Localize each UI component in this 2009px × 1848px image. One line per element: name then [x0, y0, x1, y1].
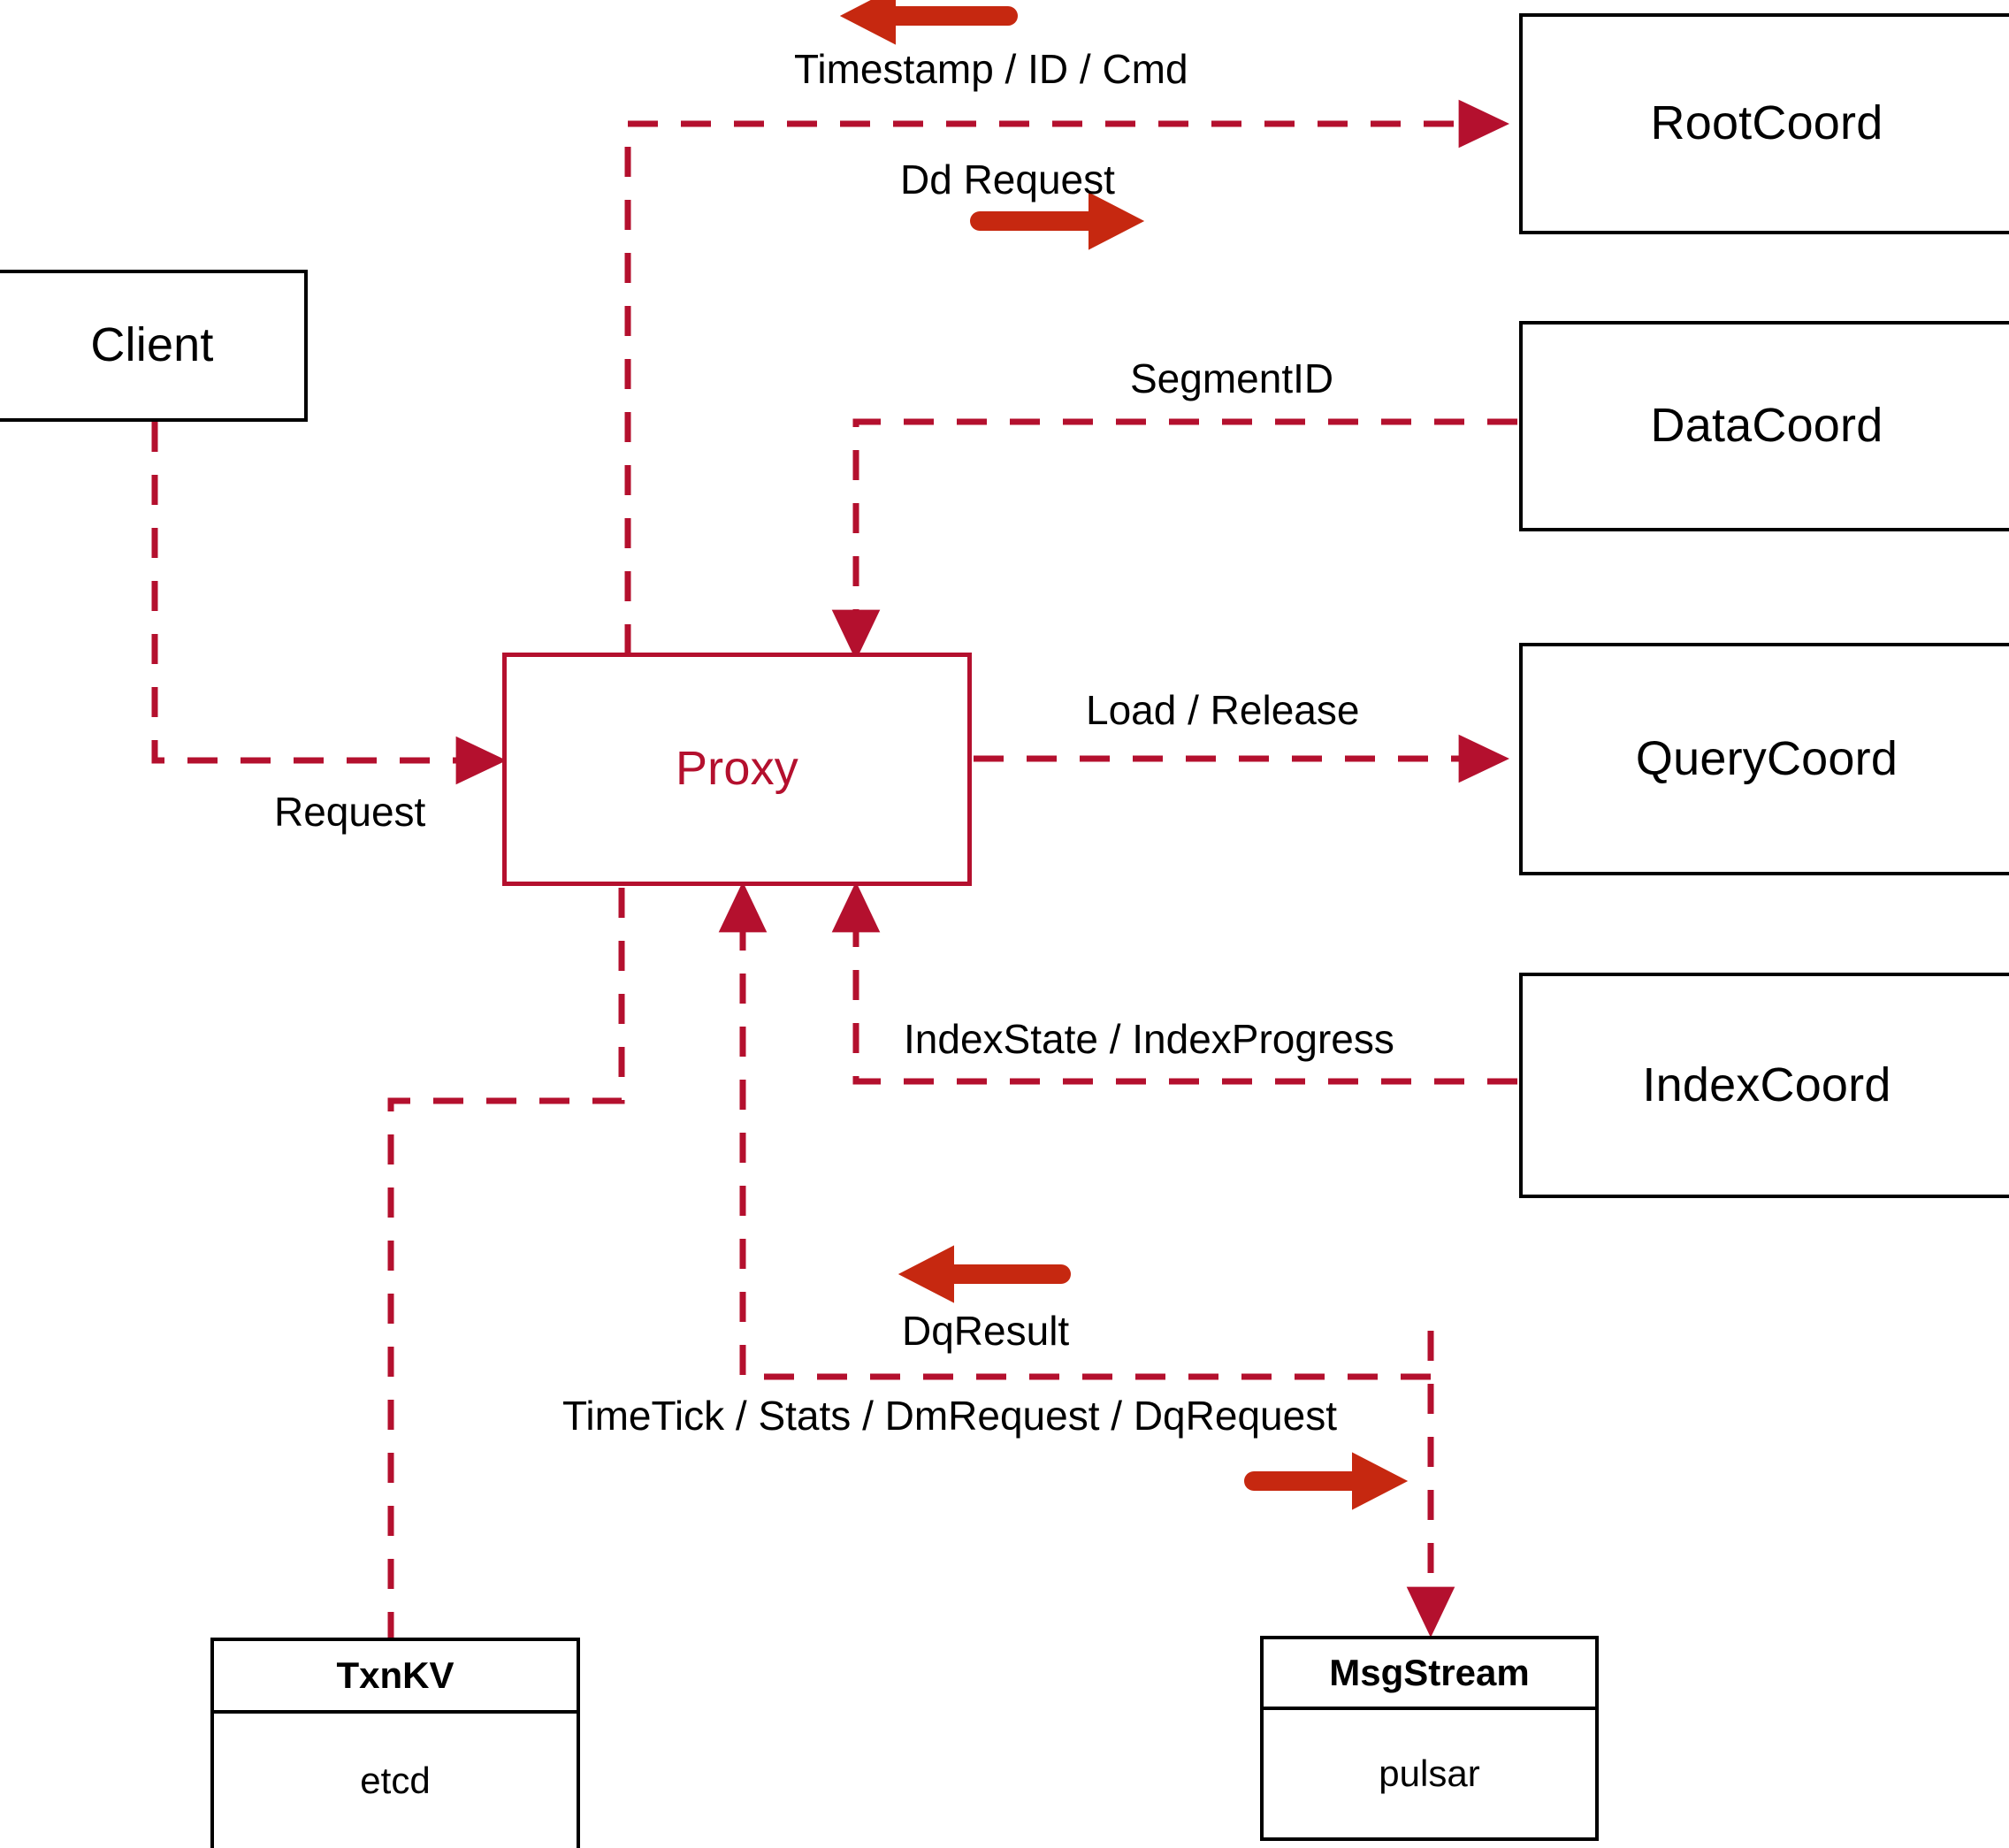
node-client-label: Client: [90, 318, 214, 372]
annotation-arrow-dqresult: [898, 1245, 1071, 1303]
annotation-arrow-timetick: [1244, 1452, 1409, 1510]
edge-proxy-to-rootcoord: [624, 99, 1510, 654]
node-txnkv-body: etcd: [360, 1760, 431, 1801]
edge-msgstream-to-proxy: [718, 881, 1431, 1380]
edge-proxy-to-txnkv: [387, 888, 625, 1638]
node-proxy-label: Proxy: [675, 742, 799, 796]
annotation-arrow-ddrequest: [970, 192, 1145, 250]
node-indexcoord-label: IndexCoord: [1642, 1058, 1891, 1111]
node-client[interactable]: Client: [0, 270, 308, 422]
edge-label-timestamp-id-cmd: Timestamp / ID / Cmd: [794, 46, 1188, 92]
node-rootcoord-label: RootCoord: [1650, 96, 1883, 150]
node-msgstream[interactable]: MsgStream pulsar: [1260, 1636, 1599, 1841]
node-proxy[interactable]: Proxy: [502, 653, 972, 886]
edge-label-index-state-progress: IndexState / IndexProgress: [904, 1016, 1394, 1062]
node-querycoord[interactable]: QueryCoord: [1519, 643, 2009, 875]
edge-datacoord-to-proxy: [831, 418, 1517, 661]
node-msgstream-header: MsgStream: [1264, 1639, 1595, 1710]
edge-indexcoord-to-proxy: [831, 881, 1517, 1085]
edge-label-load-release: Load / Release: [1086, 687, 1360, 733]
node-datacoord[interactable]: DataCoord: [1519, 321, 2009, 531]
node-indexcoord[interactable]: IndexCoord: [1519, 973, 2009, 1198]
annotation-arrow-timestamp: [839, 0, 1018, 45]
edge-label-segment-id: SegmentID: [1130, 355, 1334, 401]
node-txnkv-header: TxnKV: [214, 1641, 577, 1714]
node-datacoord-label: DataCoord: [1650, 399, 1883, 453]
edge-label-timetick-stats: TimeTick / Stats / DmRequest / DqRequest: [562, 1393, 1337, 1439]
node-querycoord-label: QueryCoord: [1635, 731, 1898, 785]
node-rootcoord[interactable]: RootCoord: [1519, 13, 2009, 234]
node-msgstream-body: pulsar: [1379, 1753, 1480, 1794]
edge-label-request: Request: [274, 789, 426, 835]
edge-label-dq-result: DqResult: [902, 1308, 1070, 1354]
edge-label-dd-request: Dd Request: [900, 157, 1115, 202]
edge-client-to-proxy: [151, 422, 508, 785]
node-txnkv[interactable]: TxnKV etcd: [210, 1638, 580, 1848]
